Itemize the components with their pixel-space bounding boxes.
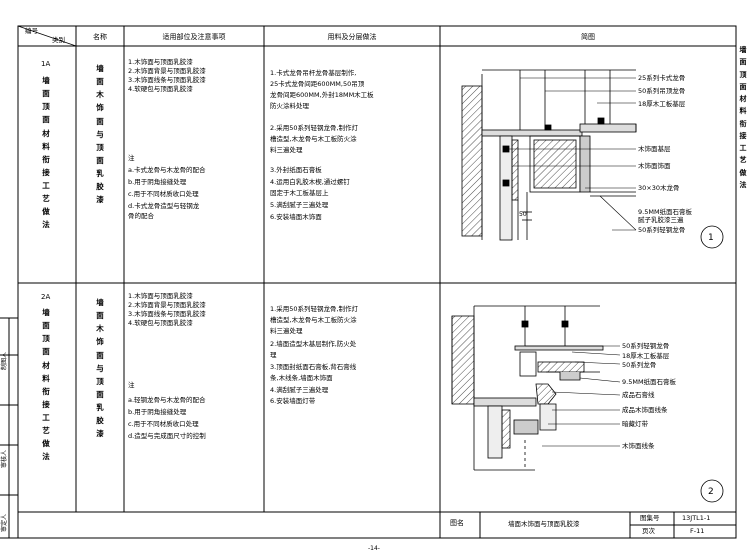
row2-category-vertical: 墙面顶面材料衔接工艺做法 (42, 308, 50, 462)
row2-name-vertical: 墙面木饰面与顶面乳胶漆 (96, 298, 104, 439)
header-method: 用料及分层做法 (327, 33, 377, 41)
header-diagram: 简图 (581, 33, 595, 41)
titleblock-sheet-label: 图集号 (640, 514, 660, 522)
row2-callout-1: 50系列轻钢龙骨 (622, 342, 670, 350)
header-num: 编号 (25, 27, 38, 35)
row1-callout-7: 9.5MM纸面石膏板 (638, 208, 693, 216)
titleblock-sheet-value: 13JTL1-1 (682, 514, 711, 522)
row2-badge: 2 (708, 487, 714, 497)
titleblock-page-label: 页次 (642, 527, 655, 535)
row2-callout-7: 暗藏灯带 (622, 420, 648, 428)
titleblock-page-value: F-11 (690, 527, 705, 535)
row1-category-vertical: 墙面顶面材料衔接工艺做法 (42, 76, 50, 230)
left-label-approver: 审定人 (1, 513, 8, 532)
row1-callout-9: 50系列轻钢龙骨 (638, 226, 686, 234)
header-scope: 适用部位及注意事项 (162, 33, 226, 41)
left-label-drafter: 制图人 (1, 351, 8, 370)
row2-callout-5: 成品石膏线 (622, 391, 655, 399)
header-category: 类别 (52, 36, 65, 44)
row1-callout-3: 18厚木工板基层 (638, 100, 686, 108)
page-footer: -14- (368, 545, 380, 552)
row1-callout-8: 腻子乳胶漆三遍 (638, 216, 684, 224)
row1-dimension: 50 (519, 211, 527, 218)
row2-callout-3: 50系列龙骨 (622, 361, 657, 369)
row1-callout-6: 30×30木龙骨 (638, 184, 680, 192)
titleblock-label: 图名 (450, 519, 464, 527)
row1-callout-5: 木饰面饰面 (638, 162, 671, 170)
row1-code: 1A (41, 60, 51, 68)
row2-callout-8: 木饰面线条 (622, 442, 655, 450)
header-name: 名称 (93, 33, 107, 41)
row1-callout-2: 50系列吊顶龙骨 (638, 87, 686, 95)
row2-callout-6: 成品木饰面线条 (622, 406, 668, 414)
row2-code: 2A (41, 293, 51, 301)
row1-name-vertical: 墙面木饰面与顶面乳胶漆 (96, 64, 104, 205)
side-vertical-title: 墙面顶面材料衔接工艺做法 (739, 46, 747, 189)
titleblock-value: 墙面木饰面与顶面乳胶漆 (508, 520, 580, 528)
row2-callout-4: 9.5MM纸面石膏板 (622, 378, 677, 386)
row2-callout-2: 18厚木工板基层 (622, 352, 670, 360)
left-label-reviewer: 审核人 (1, 449, 8, 468)
row1-callout-4: 木饰面基层 (638, 145, 671, 153)
row1-badge: 1 (708, 233, 714, 243)
row1-callout-1: 25系列卡式龙骨 (638, 74, 686, 82)
